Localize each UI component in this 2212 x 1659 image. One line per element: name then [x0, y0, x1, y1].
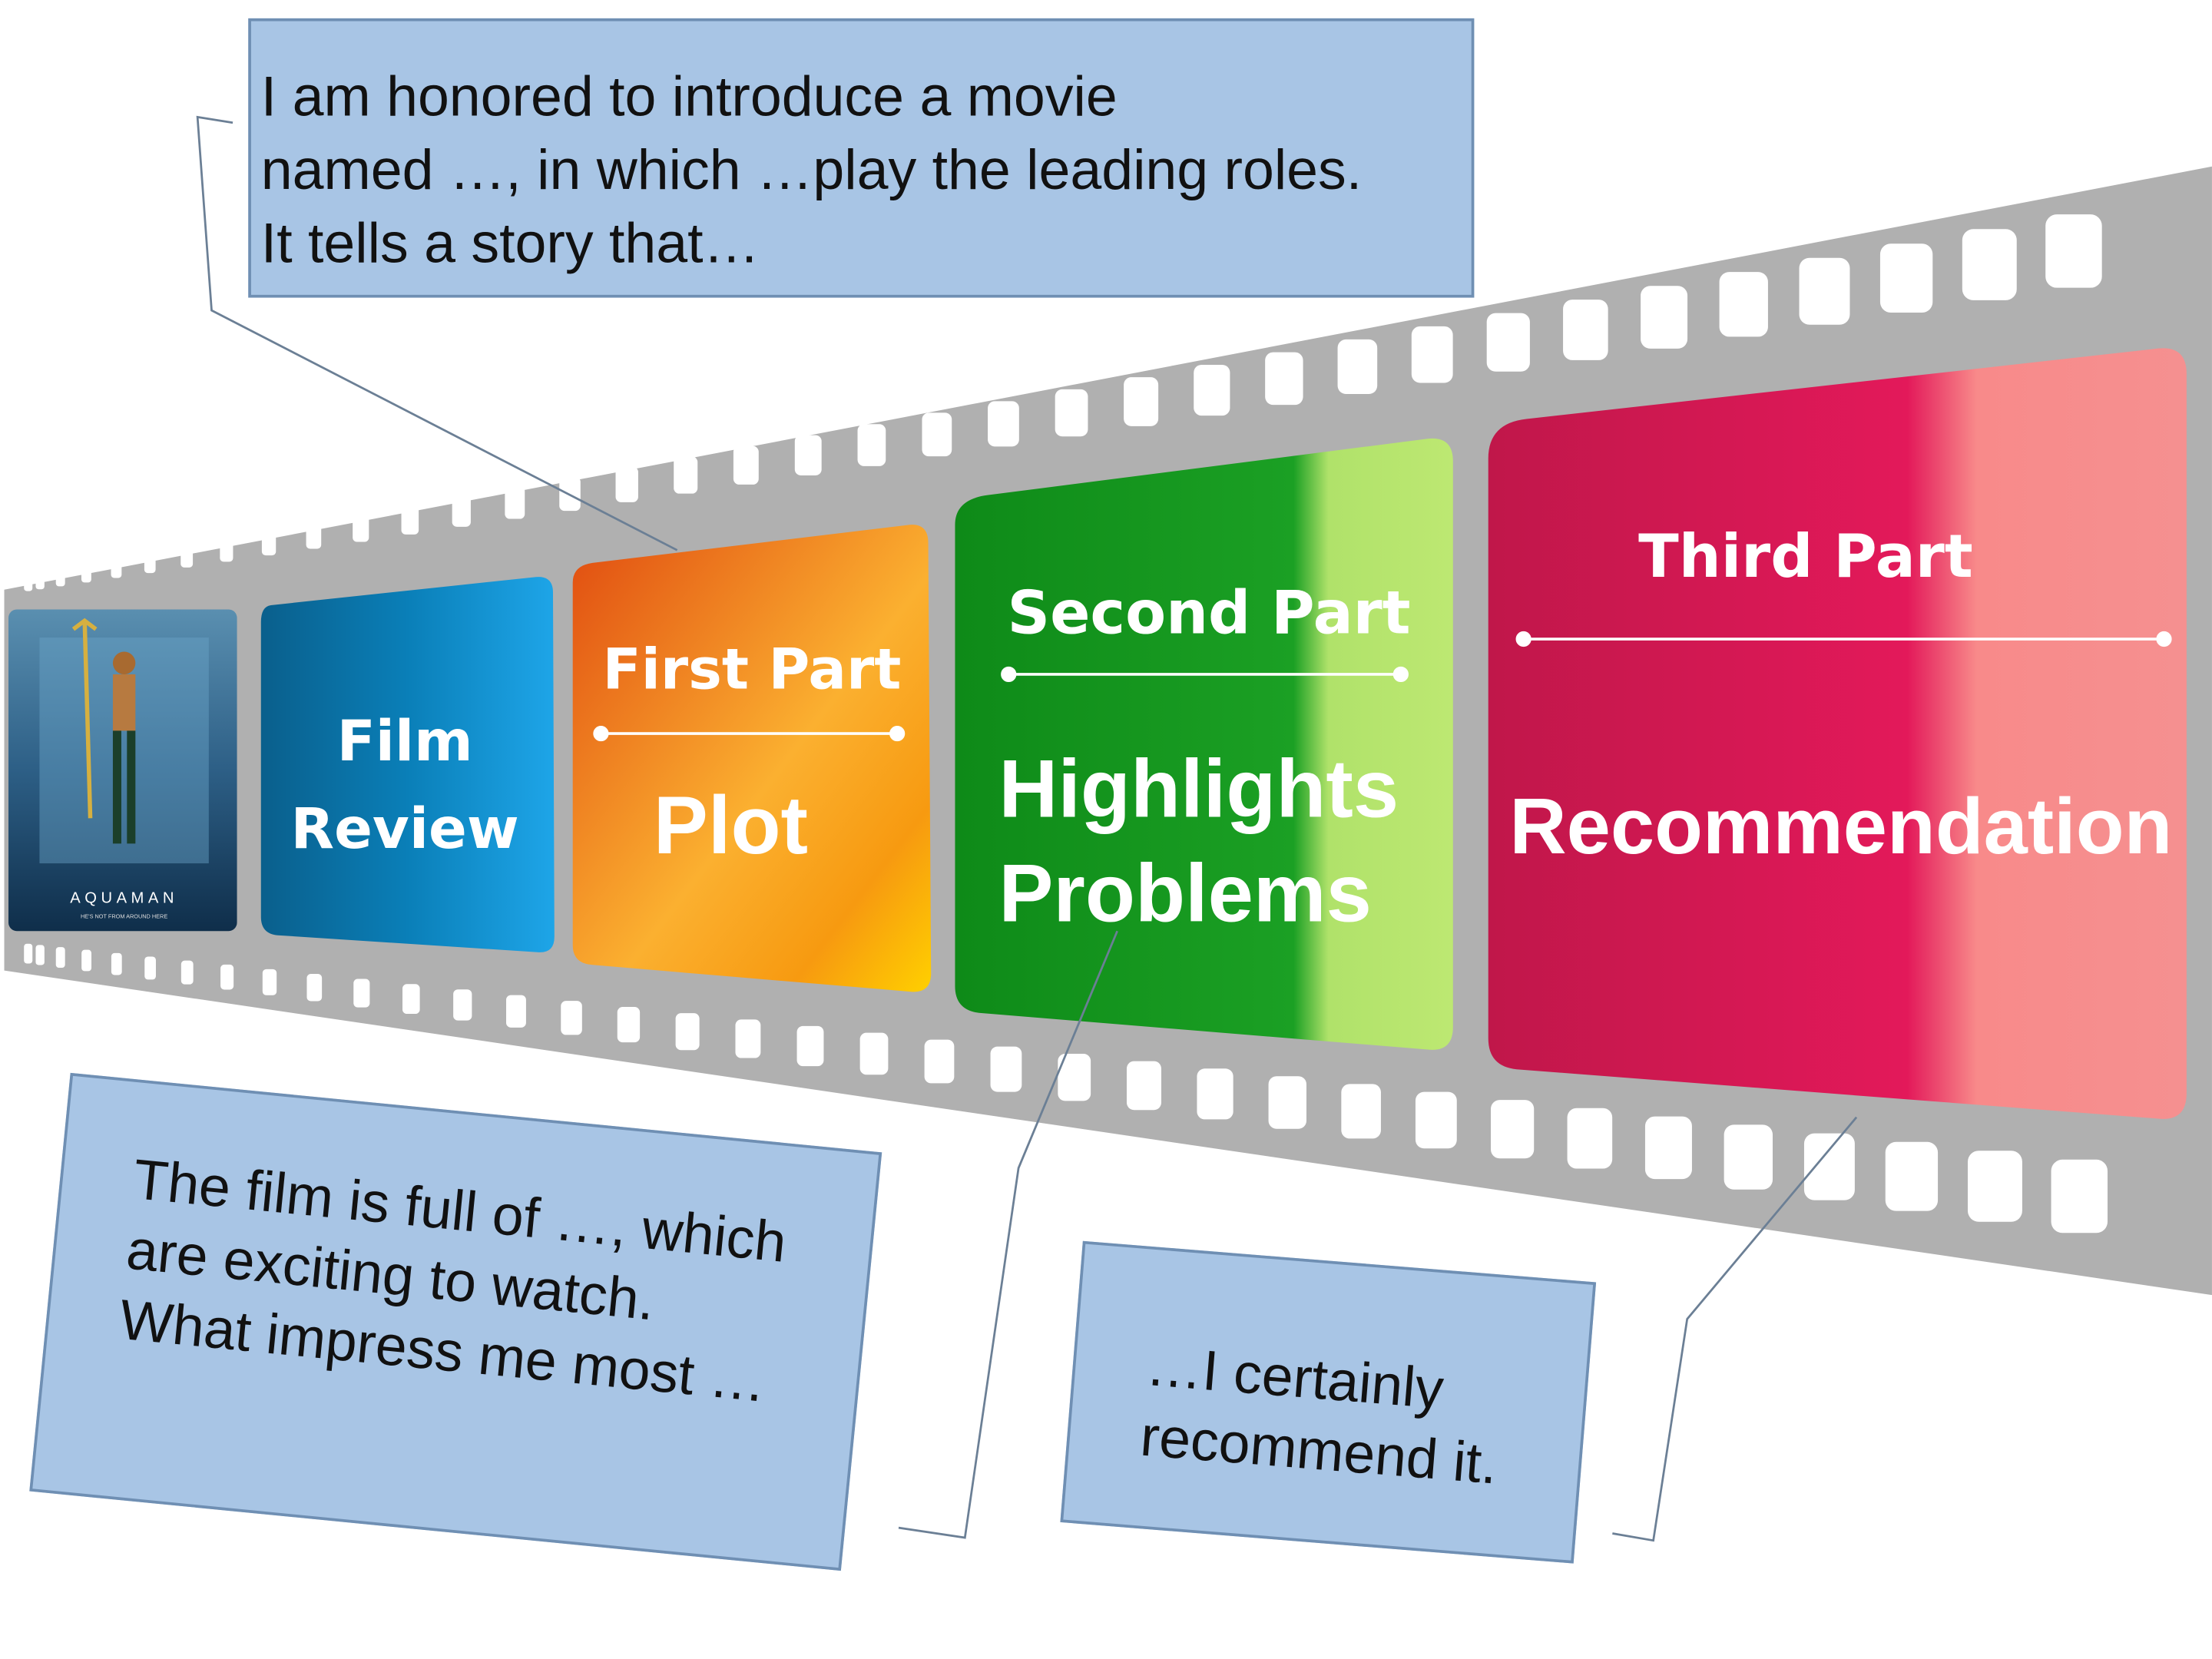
sprocket-hole-top [1720, 272, 1768, 336]
sprocket-hole-bottom [144, 956, 156, 979]
callout-recommend: …I certainly recommend it. [1060, 1241, 1596, 1564]
sprocket-hole-top [1338, 339, 1378, 394]
callout-intro-line-2: named …, in which …play the leading role… [261, 134, 1472, 207]
sprocket-hole-top [674, 457, 697, 494]
sprocket-hole-bottom [1645, 1117, 1692, 1180]
sprocket-hole-bottom [1341, 1084, 1381, 1138]
sprocket-hole-top [616, 467, 638, 502]
sprocket-hole-bottom [111, 953, 122, 975]
callout-highlights: The film is full of …, which are excitin… [29, 1073, 882, 1571]
sprocket-hole-bottom [676, 1013, 700, 1050]
sprocket-hole-bottom [1968, 1151, 2022, 1222]
sprocket-hole-bottom [991, 1047, 1022, 1092]
sprocket-hole-bottom [1269, 1076, 1306, 1129]
sprocket-hole-top [2045, 214, 2101, 288]
sprocket-hole-bottom [402, 984, 420, 1014]
sprocket-hole-top [1055, 389, 1088, 436]
sprocket-hole-top [24, 571, 32, 591]
sprocket-hole-bottom [81, 950, 91, 972]
sprocket-hole-top [1800, 258, 1850, 325]
sprocket-hole-bottom [1416, 1092, 1457, 1149]
sprocket-hole-bottom [1724, 1124, 1773, 1189]
sprocket-hole-top [402, 505, 419, 535]
sprocket-hole-top [1641, 286, 1687, 349]
sprocket-hole-top [988, 401, 1019, 446]
sprocket-hole-top [922, 412, 952, 456]
poster-tagline: HE'S NOT FROM AROUND HERE [81, 913, 167, 920]
sprocket-hole-top [111, 556, 122, 578]
sprocket-hole-bottom [1804, 1134, 1855, 1200]
sprocket-hole-bottom [453, 989, 472, 1020]
second-part-header: Second Part [976, 578, 1442, 647]
sprocket-hole-top [180, 544, 193, 568]
sprocket-hole-bottom [561, 1001, 582, 1035]
sprocket-hole-bottom [1568, 1108, 1613, 1169]
sprocket-hole-bottom [353, 979, 369, 1007]
sprocket-hole-bottom [618, 1007, 640, 1042]
sprocket-hole-top [795, 435, 822, 475]
third-part-header: Third Part [1580, 522, 2032, 591]
film-review-label-1: Film [263, 710, 545, 774]
third-part-topic: Recommendation [1495, 780, 2187, 872]
sprocket-hole-bottom [506, 995, 526, 1028]
sprocket-hole-bottom [860, 1033, 889, 1075]
sprocket-hole-top [1265, 353, 1303, 406]
sprocket-hole-top [81, 561, 91, 583]
film-review-label-2: Review [263, 797, 545, 862]
sprocket-hole-top [35, 569, 44, 589]
sprocket-hole-bottom [2051, 1160, 2108, 1233]
poster-title: AQUAMAN [70, 889, 178, 906]
sprocket-hole-top [1194, 365, 1230, 416]
sprocket-hole-bottom [220, 965, 233, 990]
sprocket-hole-bottom [263, 969, 276, 995]
sprocket-hole-top [220, 537, 233, 562]
sprocket-hole-bottom [1197, 1068, 1233, 1119]
sprocket-hole-top [1412, 326, 1453, 383]
callout-intro-line-1: I am honored to introduce a movie [261, 61, 1472, 134]
sprocket-hole-bottom [1491, 1100, 1534, 1158]
sprocket-hole-top [858, 424, 886, 466]
sprocket-hole-bottom [925, 1040, 955, 1084]
sprocket-hole-top [262, 529, 276, 555]
sprocket-hole-top [1962, 229, 2017, 300]
frame-first-part [573, 525, 932, 992]
poster-frame: AQUAMAN HE'S NOT FROM AROUND HERE [8, 609, 237, 931]
sprocket-hole-bottom [1886, 1142, 1938, 1211]
sprocket-hole-bottom [35, 945, 44, 965]
sprocket-hole-bottom [1127, 1061, 1161, 1111]
sprocket-hole-top [452, 495, 471, 526]
sprocket-hole-top [56, 566, 65, 587]
sprocket-hole-bottom [735, 1019, 760, 1058]
callout-intro-line-3: It tells a story that… [261, 207, 1472, 281]
sprocket-hole-top [1880, 243, 1932, 313]
second-part-topic-highlights: Highlights [998, 742, 1399, 836]
second-part-topic-problems: Problems [998, 846, 1371, 941]
first-part-header: First Part [575, 637, 928, 702]
callout-intro: I am honored to introduce a movie named … [248, 18, 1474, 298]
first-part-topic: Plot [575, 779, 886, 873]
sprocket-hole-top [353, 513, 369, 541]
sprocket-hole-top [1487, 313, 1530, 372]
sprocket-hole-top [144, 550, 156, 573]
sprocket-hole-top [733, 446, 759, 485]
sprocket-hole-bottom [797, 1026, 824, 1066]
sprocket-hole-top [1563, 300, 1608, 360]
sprocket-hole-top [306, 522, 322, 548]
sprocket-hole-top [505, 486, 525, 518]
frame-third-part [1488, 348, 2187, 1119]
sprocket-hole-bottom [24, 944, 32, 964]
sprocket-hole-top [1124, 377, 1158, 426]
sprocket-hole-bottom [56, 947, 65, 968]
sprocket-hole-bottom [181, 961, 194, 985]
sprocket-hole-bottom [306, 974, 322, 1001]
